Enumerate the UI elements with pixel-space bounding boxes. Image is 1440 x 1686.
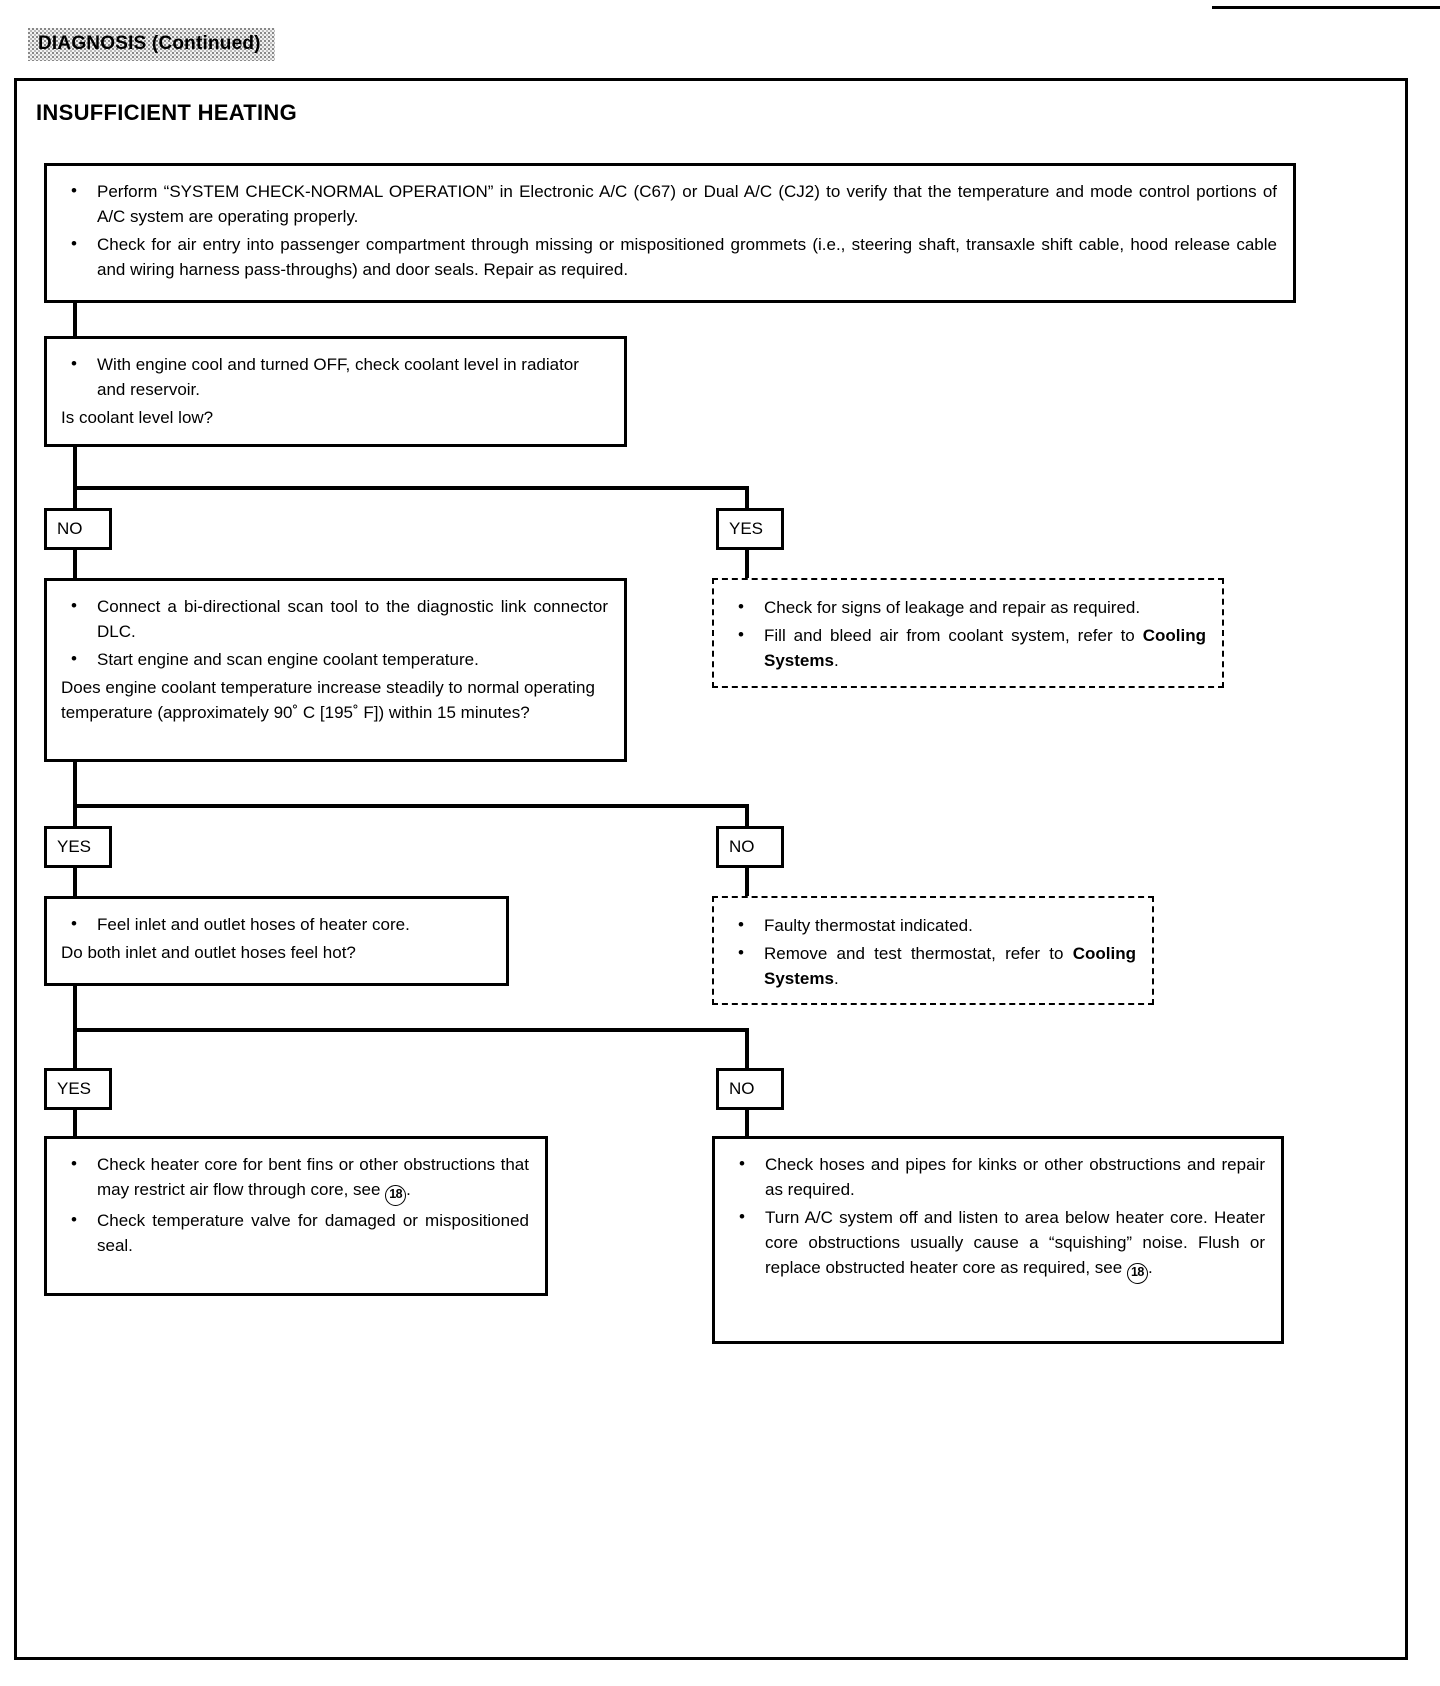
list-item: Connect a bi-directional scan tool to th… (61, 594, 608, 645)
decision-yes-hoses: YES (44, 1068, 112, 1110)
decision-label: YES (57, 837, 92, 856)
connector-vertical (745, 550, 749, 580)
connector-vertical (73, 447, 77, 510)
list-item: With engine cool and turned OFF, check c… (61, 352, 608, 403)
node-coolant-level: With engine cool and turned OFF, check c… (44, 336, 627, 447)
list-item: Faulty thermostat indicated. (728, 913, 1136, 939)
connector-vertical (73, 762, 77, 828)
connector-horizontal (73, 804, 749, 808)
decision-yes-coolant: YES (716, 508, 784, 550)
cross-reference-link[interactable]: Cooling Systems (764, 625, 1206, 670)
connector-vertical (745, 868, 749, 898)
page-title: INSUFFICIENT HEATING (36, 100, 298, 125)
decision-label: YES (729, 519, 764, 538)
list-item: Remove and test thermostat, refer to Coo… (728, 941, 1136, 992)
list-item: Turn A/C system off and listen to area b… (729, 1205, 1265, 1284)
list-item-suffix: . (1147, 1257, 1153, 1277)
connector-horizontal (73, 1028, 749, 1032)
decision-no-coolant: NO (44, 508, 112, 550)
node-check-heater-core: Check heater core for bent fins or other… (44, 1136, 548, 1296)
diagram-frame (14, 78, 1408, 1660)
node-check-hoses-pipes: Check hoses and pipes for kinks or other… (712, 1136, 1284, 1344)
question-text: Do both inlet and outlet hoses feel hot? (61, 942, 356, 962)
node-leakage-fill: Check for signs of leakage and repair as… (712, 578, 1224, 688)
reference-18-icon[interactable]: 18 (1126, 1262, 1148, 1284)
connector-vertical (73, 303, 77, 337)
list-item: Check temperature valve for damaged or m… (61, 1208, 529, 1259)
connector-vertical (745, 1110, 749, 1138)
decision-no-hoses: NO (716, 1068, 784, 1110)
node-feel-hoses: Feel inlet and outlet hoses of heater co… (44, 896, 509, 986)
decision-yes-temp: YES (44, 826, 112, 868)
decision-label: NO (57, 519, 83, 538)
cross-reference-link[interactable]: Cooling Systems (764, 943, 1136, 988)
list-item: Check heater core for bent fins or other… (61, 1152, 529, 1206)
connector-vertical (745, 804, 749, 826)
list-item: Check for signs of leakage and repair as… (728, 595, 1206, 621)
list-item-text: Turn A/C system off and listen to area b… (765, 1207, 1265, 1277)
node-faulty-thermostat: Faulty thermostat indicated. Remove and … (712, 896, 1154, 1005)
node-scan-coolant-temp: Connect a bi-directional scan tool to th… (44, 578, 627, 762)
list-item: Check hoses and pipes for kinks or other… (729, 1152, 1265, 1203)
question-text: Does engine coolant temperature increase… (61, 677, 595, 722)
decision-label: NO (729, 1079, 755, 1098)
list-item: Check for air entry into passenger compa… (61, 232, 1277, 283)
list-item-text: Check heater core for bent fins or other… (97, 1155, 529, 1199)
list-item-suffix: . (406, 1179, 411, 1199)
list-item: Perform “SYSTEM CHECK-NORMAL OPERATION” … (61, 179, 1277, 230)
connector-horizontal (73, 486, 749, 490)
list-item: Start engine and scan engine coolant tem… (61, 647, 608, 673)
connector-vertical (745, 486, 749, 510)
list-item-text: Remove and test thermostat, refer to (764, 943, 1073, 963)
node-preliminary-checks: Perform “SYSTEM CHECK-NORMAL OPERATION” … (44, 163, 1296, 303)
top-rule (1212, 6, 1440, 9)
header-continued: (Continued) (151, 33, 261, 54)
connector-vertical (745, 1028, 749, 1068)
decision-label: NO (729, 837, 755, 856)
connector-vertical (73, 868, 77, 898)
connector-vertical (73, 550, 77, 580)
reference-18-icon[interactable]: 18 (385, 1184, 407, 1206)
question-text: Is coolant level low? (61, 407, 214, 427)
decision-no-temp: NO (716, 826, 784, 868)
list-item: Feel inlet and outlet hoses of heater co… (61, 912, 490, 938)
connector-vertical (73, 986, 77, 1068)
connector-vertical (73, 1110, 77, 1138)
page-header: DIAGNOSIS (Continued) (28, 28, 275, 61)
decision-label: YES (57, 1079, 92, 1098)
list-item-text: Fill and bleed air from coolant system, … (764, 625, 1143, 645)
list-item: Fill and bleed air from coolant system, … (728, 623, 1206, 674)
header-title: DIAGNOSIS (38, 33, 147, 54)
